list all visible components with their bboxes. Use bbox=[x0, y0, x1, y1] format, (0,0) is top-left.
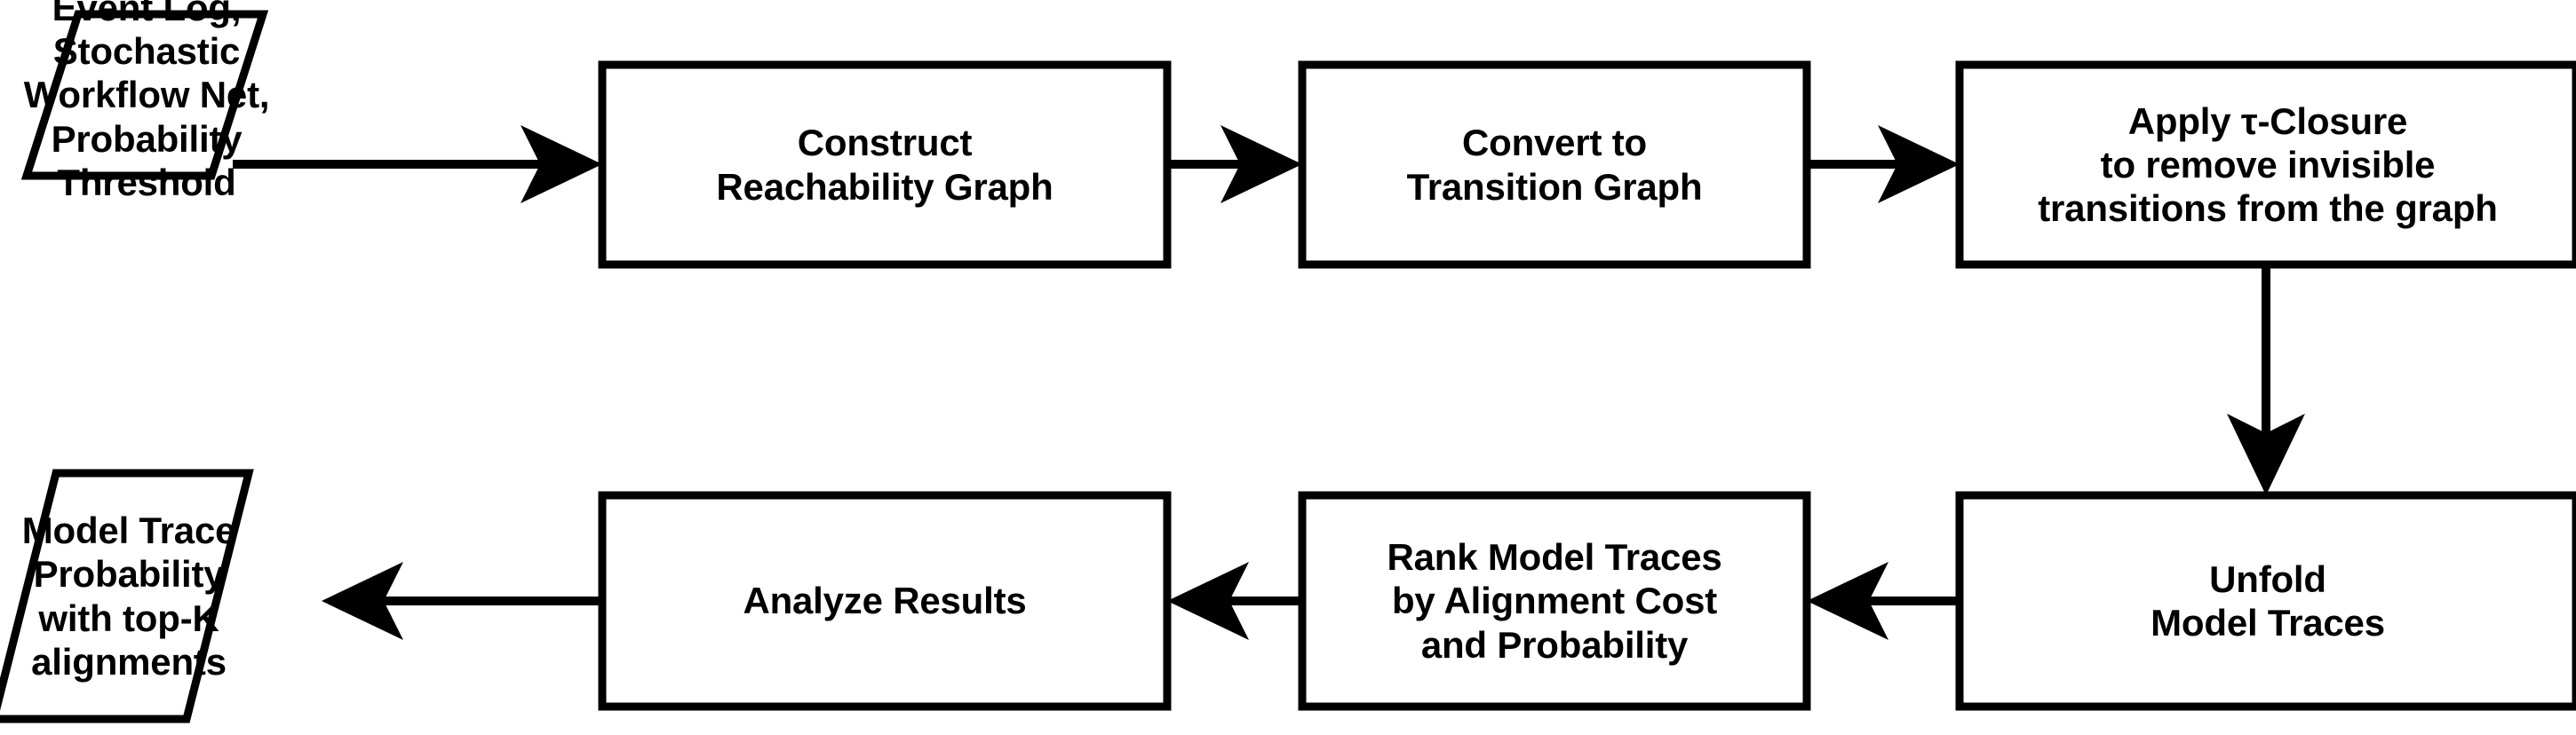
analyze-results-box[interactable] bbox=[598, 491, 1172, 711]
unfold-model-traces-box[interactable] bbox=[1955, 491, 2576, 711]
edge-input-to-construct bbox=[233, 125, 602, 203]
convert-to-transition-graph-box[interactable] bbox=[1298, 60, 1811, 269]
edge-rank-to-analyze bbox=[1167, 562, 1302, 640]
input-event-log-parallelogram[interactable] bbox=[20, 10, 269, 180]
edge-analyze-to-output bbox=[322, 562, 602, 640]
construct-reachability-graph-box[interactable] bbox=[598, 60, 1172, 269]
edge-unfold-to-rank bbox=[1807, 562, 1960, 640]
apply-tau-closure-box[interactable] bbox=[1955, 60, 2576, 269]
edge-convert-to-tau-closure bbox=[1807, 125, 1960, 203]
output-model-trace-parallelogram[interactable] bbox=[0, 469, 254, 723]
edge-tau-closure-to-unfold bbox=[2227, 265, 2305, 495]
edge-construct-to-convert bbox=[1167, 125, 1302, 203]
rank-model-traces-box[interactable] bbox=[1298, 491, 1811, 711]
